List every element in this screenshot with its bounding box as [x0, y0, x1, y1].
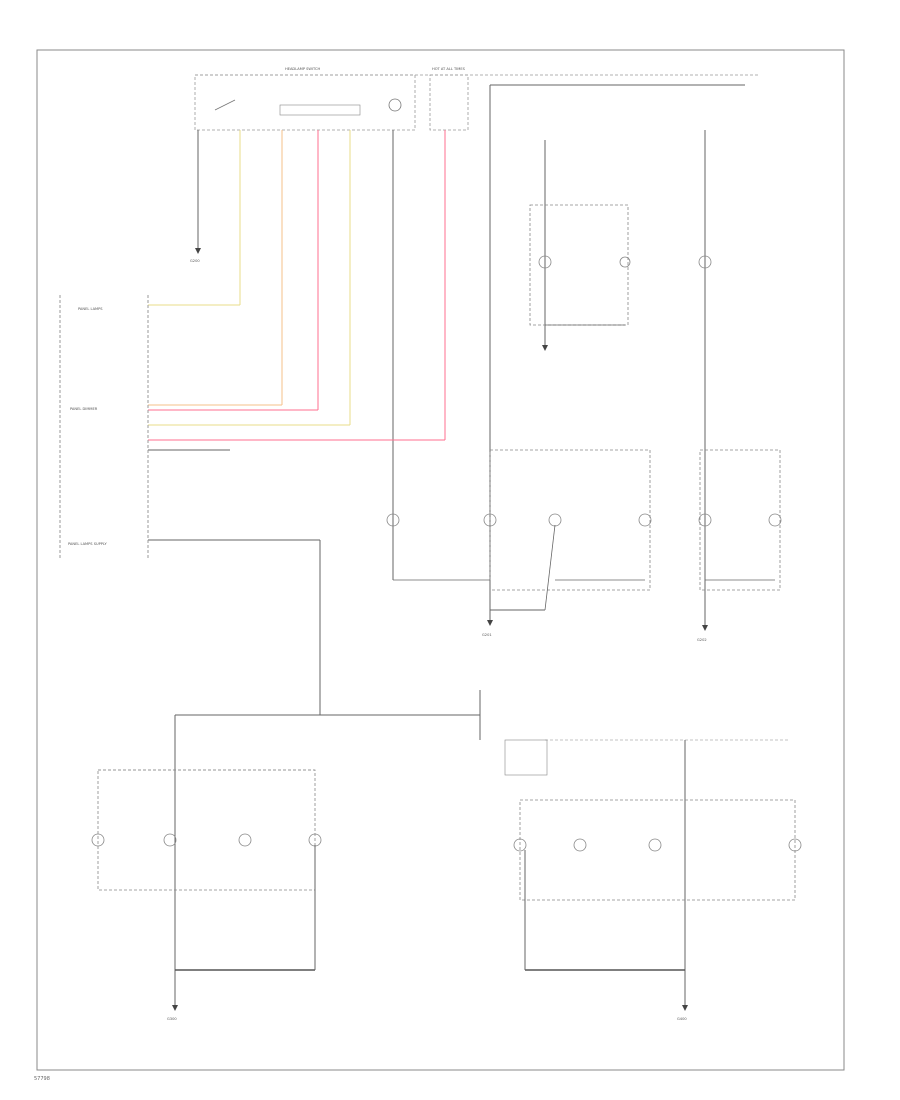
fuse-block: HOT AT ALL TIMES	[429, 67, 469, 131]
panel-lamps-label: PANEL LAMPS	[78, 307, 103, 311]
ground-center-left: G201	[482, 580, 545, 637]
upper-right-lamps	[529, 204, 712, 326]
bottom-distribution	[98, 690, 790, 985]
ground-label-top: G200	[190, 259, 200, 263]
panel-lamps-supply-label: PANEL LAMPS SUPPLY	[68, 542, 108, 546]
headlamp-switch: HEADLAMP SWITCH	[194, 67, 760, 131]
ground-bottom-right: G400	[677, 985, 688, 1021]
middle-lamps	[386, 449, 782, 611]
ground-center-right: G202	[697, 610, 708, 642]
headlamp-switch-title: HEADLAMP SWITCH	[285, 67, 321, 71]
left-connector-wires	[59, 295, 445, 715]
bottom-right-lamps	[513, 799, 802, 971]
ground-bottom-left: G300	[167, 985, 178, 1021]
ground-center-top	[542, 345, 548, 351]
ground-top: G200	[190, 240, 201, 263]
ground-label-center-right: G202	[697, 638, 707, 642]
ground-label-bottom-right: G400	[677, 1017, 687, 1021]
fuse-block-label: HOT AT ALL TIMES	[432, 67, 466, 71]
top-wires	[197, 84, 745, 610]
ground-label-center-left: G201	[482, 633, 492, 637]
bottom-left-lamps	[91, 769, 322, 971]
ground-label-bottom-left: G300	[167, 1017, 177, 1021]
panel-dimmer-label: PANEL DIMMER	[70, 407, 98, 411]
diagram-frame	[36, 49, 845, 1071]
figure-code: 57798	[34, 1076, 50, 1082]
